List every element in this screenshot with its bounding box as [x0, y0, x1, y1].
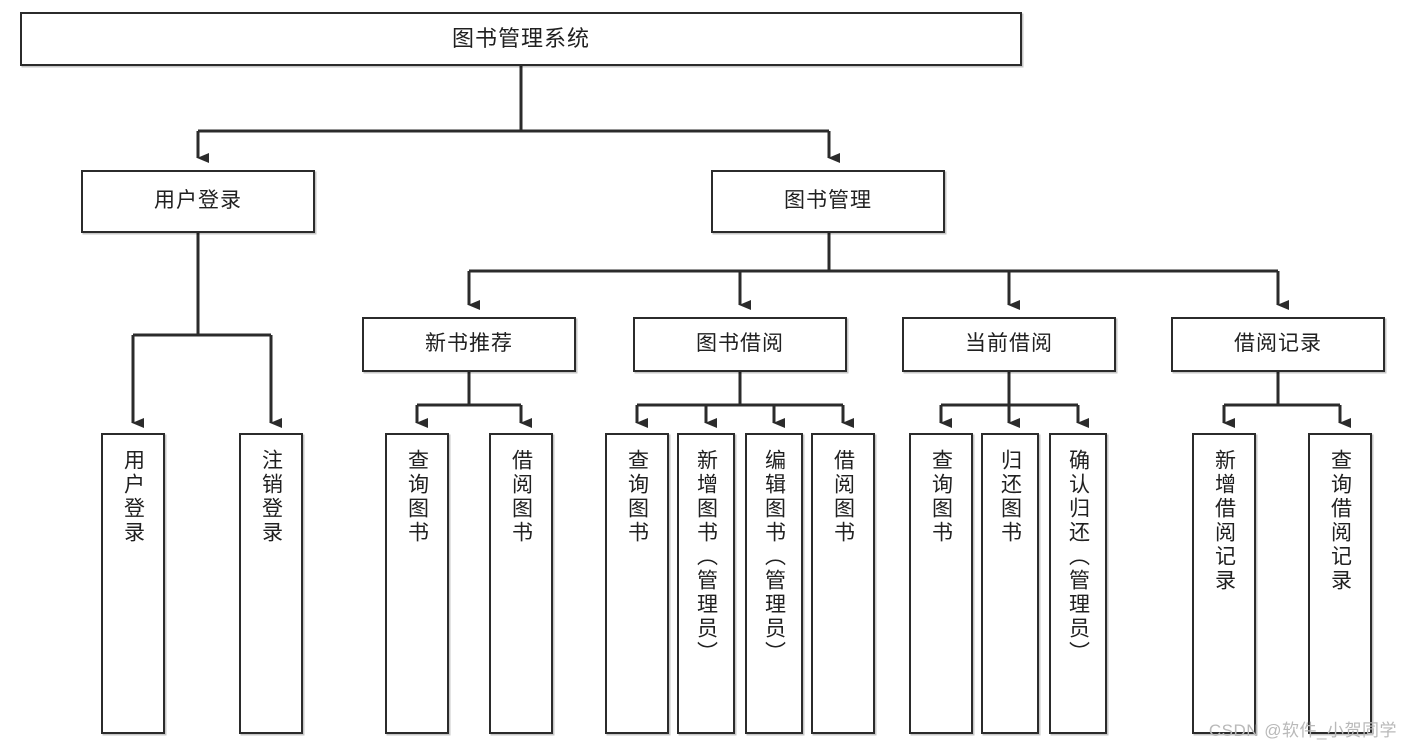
node-new-book-recommendation[interactable]: 新书推荐: [362, 317, 576, 372]
leaf-new-book-query-books[interactable]: 查询图书: [385, 433, 449, 734]
leaf-user-login-signout[interactable]: 注销登录: [239, 433, 303, 734]
node-book-management[interactable]: 图书管理: [711, 170, 945, 233]
leaf-current-borrow-confirm-return-admin[interactable]: 确认归还（管理员）: [1049, 433, 1107, 734]
node-current-borrowing[interactable]: 当前借阅: [902, 317, 1116, 372]
node-label: 借阅图书: [509, 449, 533, 545]
leaf-user-login-signin[interactable]: 用户登录: [101, 433, 165, 734]
node-label: 新增图书（管理员）: [694, 449, 718, 665]
csdn-watermark: CSDN @软件_小贺同学: [1208, 721, 1397, 740]
leaf-book-borrow-borrow-books[interactable]: 借阅图书: [811, 433, 875, 734]
node-label: 编辑图书（管理员）: [762, 449, 786, 665]
node-label: 新书推荐: [425, 332, 513, 356]
node-label: 当前借阅: [965, 332, 1053, 356]
node-label: 查询图书: [625, 449, 649, 545]
node-label: 查询图书: [405, 449, 429, 545]
node-label: 查询图书: [929, 449, 953, 545]
node-label: 新增借阅记录: [1212, 449, 1236, 593]
node-label: 借阅记录: [1234, 332, 1322, 356]
node-label: 图书管理: [784, 189, 872, 213]
leaf-borrow-record-add-record[interactable]: 新增借阅记录: [1192, 433, 1256, 734]
node-label: 用户登录: [154, 189, 242, 213]
leaf-book-borrow-query-books[interactable]: 查询图书: [605, 433, 669, 734]
node-label: 借阅图书: [831, 449, 855, 545]
leaf-borrow-record-query-record[interactable]: 查询借阅记录: [1308, 433, 1372, 734]
node-label: 用户登录: [121, 449, 145, 545]
node-label: 确认归还（管理员）: [1066, 449, 1090, 665]
node-label: 图书借阅: [696, 332, 784, 356]
node-book-borrowing[interactable]: 图书借阅: [633, 317, 847, 372]
node-user-login[interactable]: 用户登录: [81, 170, 315, 233]
leaf-book-borrow-add-book-admin[interactable]: 新增图书（管理员）: [677, 433, 735, 734]
node-root-book-management-system[interactable]: 图书管理系统: [20, 12, 1022, 66]
leaf-current-borrow-query-books[interactable]: 查询图书: [909, 433, 973, 734]
node-borrowing-records[interactable]: 借阅记录: [1171, 317, 1385, 372]
node-label: 注销登录: [259, 449, 283, 545]
node-label: 图书管理系统: [451, 26, 590, 52]
leaf-book-borrow-edit-book-admin[interactable]: 编辑图书（管理员）: [745, 433, 803, 734]
leaf-new-book-borrow-books[interactable]: 借阅图书: [489, 433, 553, 734]
node-label: 查询借阅记录: [1328, 449, 1352, 593]
leaf-current-borrow-return-books[interactable]: 归还图书: [981, 433, 1039, 734]
node-label: 归还图书: [998, 449, 1022, 545]
